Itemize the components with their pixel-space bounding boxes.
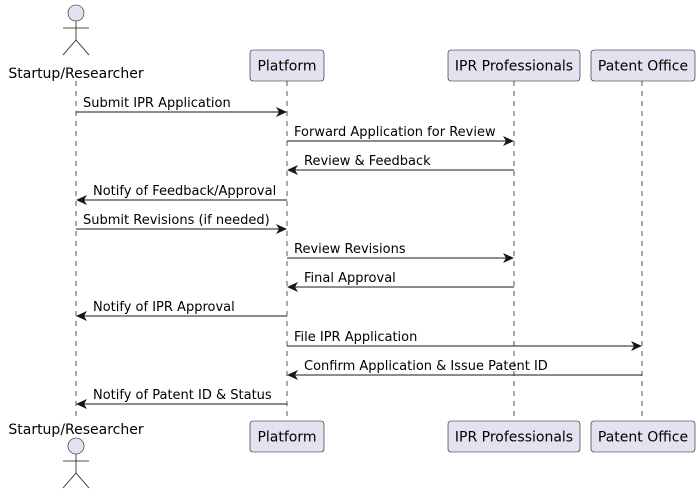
message-label: Review & Feedback [304, 154, 431, 169]
arrowhead [76, 311, 87, 321]
participant-box [590, 49, 696, 82]
message-8-notify-of-ipr-approval: Notify of IPR Approval [76, 300, 287, 321]
message-label: Final Approval [304, 271, 396, 286]
message-label: Notify of Patent ID & Status [93, 388, 272, 403]
message-9-file-ipr-application: File IPR Application [287, 330, 642, 351]
message-5-submit-revisions-if-needed: Submit Revisions (if needed) [76, 213, 287, 234]
participant-platform-head: Platform [249, 49, 325, 82]
actor-icon [62, 4, 90, 56]
actor-leg-left [62, 39, 77, 56]
message-label: Notify of Feedback/Approval [93, 184, 276, 199]
message-10-confirm-application-issue-patent-id: Confirm Application & Issue Patent ID [287, 359, 642, 380]
participant-box [447, 420, 581, 453]
participant-label: IPR Professionals [455, 430, 573, 446]
participant-box [249, 49, 325, 82]
actor-label-bottom: Startup/Researcher [8, 422, 144, 438]
arrowhead [287, 370, 298, 380]
message-label: Submit IPR Application [83, 96, 231, 111]
participant-label: Platform [257, 430, 316, 446]
actor-leg-right [75, 472, 90, 489]
participant-headers: Startup/Researcher Platform IPR Profession… [8, 4, 696, 82]
message-label: Submit Revisions (if needed) [83, 213, 270, 228]
participant-box [590, 420, 696, 453]
participant-patent-head: Patent Office [590, 49, 696, 82]
arrowhead [287, 282, 298, 292]
message-label: Review Revisions [294, 242, 406, 257]
participant-label: Patent Office [598, 430, 688, 446]
arrowhead [631, 341, 642, 351]
actor-head [67, 437, 85, 455]
participant-platform-foot: Platform [249, 420, 325, 453]
message-11-notify-of-patent-id-status: Notify of Patent ID & Status [76, 388, 287, 409]
message-3-review-feedback: Review & Feedback [287, 154, 514, 175]
arrowhead [287, 165, 298, 175]
message-6-review-revisions: Review Revisions [287, 242, 514, 263]
arrowhead [503, 136, 514, 146]
arrowhead [276, 224, 287, 234]
participant-ipr-head: IPR Professionals [447, 49, 581, 82]
actor-leg-left [62, 472, 77, 489]
message-2-forward-application-for-review: Forward Application for Review [287, 125, 514, 146]
participant-label: Platform [257, 59, 316, 75]
participant-label: Patent Office [598, 59, 688, 75]
actor-label-top: Startup/Researcher [8, 66, 144, 82]
participant-patent-foot: Patent Office [590, 420, 696, 453]
arrowhead [276, 107, 287, 117]
message-7-final-approval: Final Approval [287, 271, 514, 292]
participant-label: IPR Professionals [455, 59, 573, 75]
message-label: Confirm Application & Issue Patent ID [304, 359, 548, 374]
participant-ipr-foot: IPR Professionals [447, 420, 581, 453]
arrowhead [76, 399, 87, 409]
participant-box [249, 420, 325, 453]
actor-icon [62, 437, 90, 489]
actor-leg-right [75, 39, 90, 56]
lifelines [75, 81, 643, 421]
message-1-submit-ipr-application: Submit IPR Application [76, 96, 287, 117]
message-label: Notify of IPR Approval [93, 300, 235, 315]
actor-head [67, 4, 85, 22]
message-label: File IPR Application [294, 330, 417, 345]
message-label: Forward Application for Review [294, 125, 496, 140]
participant-box [447, 49, 581, 82]
arrowhead [503, 253, 514, 263]
message-4-notify-of-feedback-approval: Notify of Feedback/Approval [76, 184, 287, 205]
arrowhead [76, 195, 87, 205]
